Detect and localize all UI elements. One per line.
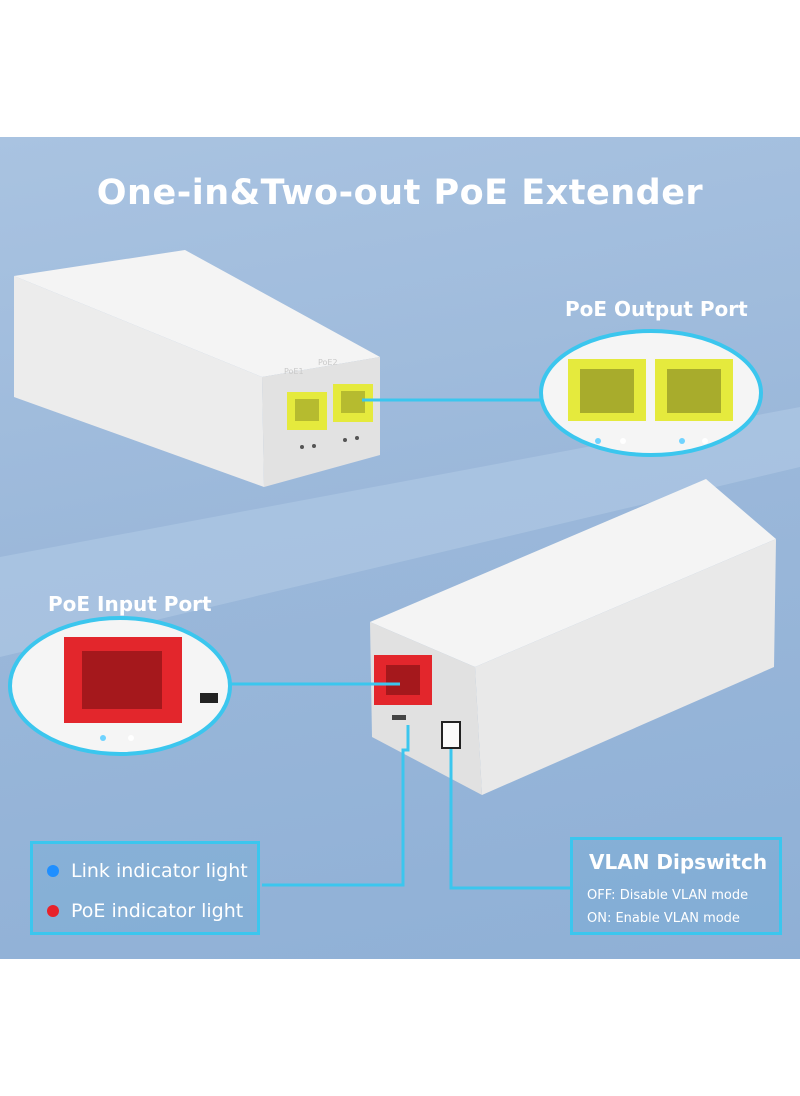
indicator-legend: Link indicator light PoE indicator light (30, 841, 260, 935)
legend-connector (262, 725, 410, 887)
output-device: PoE1 PoE2 (14, 250, 380, 487)
vlan-on-text: ON: Enable VLAN mode (587, 911, 740, 926)
background-band (0, 407, 800, 657)
vlan-connector (449, 749, 570, 890)
legend-item-label: PoE indicator light (71, 900, 244, 922)
input-port-label: PoE Input Port (48, 592, 212, 616)
output-port-label: PoE Output Port (565, 297, 748, 321)
page-title: One-in&Two-out PoE Extender (96, 173, 704, 213)
output-port-zoom (539, 329, 763, 457)
legend-item-poe: PoE indicator light (47, 900, 243, 922)
input-device (370, 479, 776, 795)
legend-item-label: Link indicator light (71, 860, 248, 882)
vlan-off-text: OFF: Disable VLAN mode (587, 888, 749, 903)
blue-dot-icon (47, 865, 59, 877)
red-dot-icon (47, 905, 59, 917)
port2-print: PoE2 (318, 358, 338, 367)
vlan-title: VLAN Dipswitch (589, 850, 768, 874)
port1-print: PoE1 (284, 367, 304, 376)
vlan-dipswitch-box: VLAN Dipswitch OFF: Disable VLAN mode ON… (570, 837, 782, 935)
product-illustration: PoE1 PoE2 (0, 250, 800, 890)
product-scene: PoE1 PoE2 (0, 137, 800, 959)
dip-switch (441, 721, 461, 749)
legend-item-link: Link indicator light (47, 860, 248, 882)
input-port-zoom (8, 616, 232, 756)
